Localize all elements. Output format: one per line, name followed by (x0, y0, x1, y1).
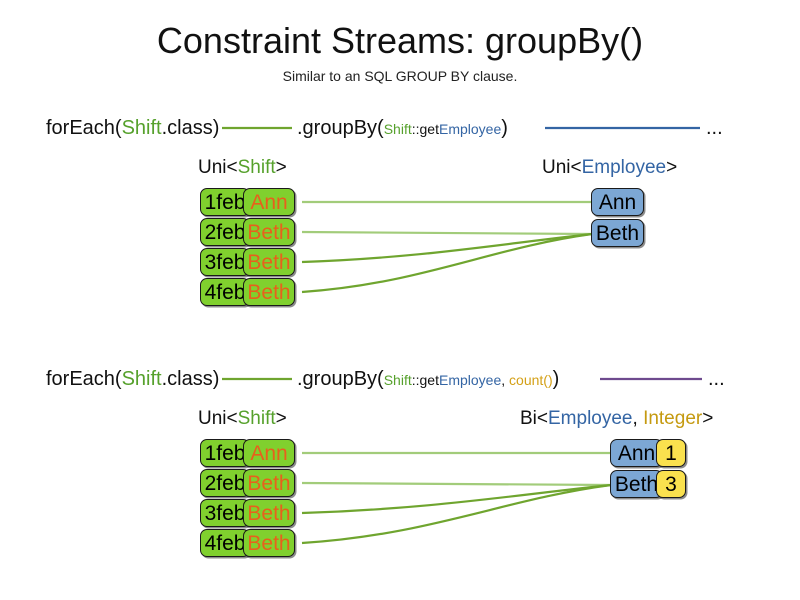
left-type-label-1: Uni<Shift> (198, 157, 287, 179)
group-employee: Ann (610, 439, 663, 467)
shift-employee: Ann (243, 188, 295, 216)
shift-date: 1feb (200, 188, 250, 216)
group-employee: Ann (591, 188, 644, 216)
code2-groupby-call: .groupBy(Shift::getEmployee, count()) (297, 369, 559, 389)
shift-date: 4feb (200, 278, 250, 306)
code-groupby-call: .groupBy(Shift::getEmployee) (297, 118, 508, 138)
code-shift-type: Shift (121, 117, 162, 139)
shift-employee: Beth (243, 529, 295, 557)
shift-row[interactable]: 3feb Beth (200, 499, 295, 527)
code-class-suffix: .class) (161, 117, 220, 139)
right-label-prefix-1: Uni< (542, 157, 582, 178)
shift-date: 2feb (200, 469, 250, 497)
shift-employee: Beth (243, 248, 295, 276)
link2-shift4-beth (301, 483, 612, 545)
right-label-suffix-2: > (702, 408, 714, 429)
shift-date: 1feb (200, 439, 250, 467)
right-label-suffix-1: > (666, 157, 678, 178)
code-groupby-method: .groupBy( (297, 117, 384, 139)
left-label-type-2: Shift (237, 408, 276, 429)
link2-shift3-beth (301, 483, 612, 515)
code2-shift-type: Shift (121, 368, 162, 390)
code-foreach-prefix: forEach( (46, 117, 122, 139)
shift-date: 4feb (200, 529, 250, 557)
code2-arg-employee: Employee (438, 372, 502, 388)
code-arg-shift: Shift (383, 121, 412, 137)
right-type-label-1: Uni<Employee> (542, 157, 677, 179)
code2-foreach-prefix: forEach( (46, 368, 122, 390)
group-row[interactable]: Beth (591, 219, 644, 247)
code2-arg-shift: Shift (383, 372, 412, 388)
group-row[interactable]: Ann 1 (610, 439, 686, 467)
code2-arg-sep: ::get (411, 372, 439, 388)
page-title: Constraint Streams: groupBy() (156, 20, 644, 61)
shift-date: 3feb (200, 248, 250, 276)
left-label-type-1: Shift (237, 157, 276, 178)
code2-ellipsis: ... (708, 368, 725, 390)
group-count: 1 (656, 439, 686, 467)
shift-row[interactable]: 2feb Beth (200, 469, 295, 497)
left-label-suffix-1: > (275, 157, 287, 178)
code1-ellipsis: ... (706, 117, 723, 139)
right-label-type-2: Employee (548, 408, 633, 429)
left-label-suffix-2: > (275, 408, 287, 429)
shift-employee: Beth (243, 499, 295, 527)
shift-row[interactable]: 1feb Ann (200, 188, 295, 216)
code2-close-paren: ) (552, 368, 560, 390)
link-shift3-beth (301, 232, 593, 264)
page-subtitle: Similar to an SQL GROUP BY clause. (282, 68, 518, 84)
shift-row[interactable]: 4feb Beth (200, 278, 295, 306)
link-shift4-beth (301, 232, 593, 294)
link2-shift2-beth (301, 481, 612, 487)
group-row[interactable]: Ann (591, 188, 644, 216)
code-arg-employee: Employee (438, 121, 502, 137)
group-employee: Beth (610, 470, 663, 498)
left-label-prefix-1: Uni< (198, 157, 238, 178)
shift-row[interactable]: 1feb Ann (200, 439, 295, 467)
shift-date: 2feb (200, 218, 250, 246)
shift-employee: Beth (243, 278, 295, 306)
code2-arg-comma: , (501, 372, 510, 388)
left-label-prefix-2: Uni< (198, 408, 238, 429)
code-line-groupby-count: forEach(Shift.class) (46, 369, 219, 389)
code2-class-suffix: .class) (161, 368, 220, 390)
code-line-groupby: forEach(Shift.class) (46, 118, 219, 138)
code-arg-sep: ::get (411, 121, 439, 137)
right-label-prefix-2: Bi< (520, 408, 548, 429)
right-label-type-1: Employee (581, 157, 667, 178)
group-employee: Beth (591, 219, 644, 247)
code2-groupby-method: .groupBy( (297, 368, 384, 390)
group-row[interactable]: Beth 3 (610, 470, 686, 498)
shift-employee: Ann (243, 439, 295, 467)
shift-employee: Beth (243, 218, 295, 246)
shift-employee: Beth (243, 469, 295, 497)
code-close-paren: ) (501, 117, 508, 139)
section-1-links (301, 200, 593, 294)
left-type-label-2: Uni<Shift> (198, 408, 287, 430)
shift-row[interactable]: 4feb Beth (200, 529, 295, 557)
code2-arg-count: count() (509, 372, 553, 388)
right-label-type2-2: Integer (643, 408, 703, 429)
shift-row[interactable]: 3feb Beth (200, 248, 295, 276)
right-type-label-2: Bi<Employee, Integer> (520, 408, 713, 430)
section-2-links (301, 451, 612, 545)
link-shift2-beth (301, 230, 593, 236)
group-count: 3 (656, 470, 686, 498)
right-label-comma-2: , (632, 408, 644, 429)
shift-row[interactable]: 2feb Beth (200, 218, 295, 246)
shift-date: 3feb (200, 499, 250, 527)
